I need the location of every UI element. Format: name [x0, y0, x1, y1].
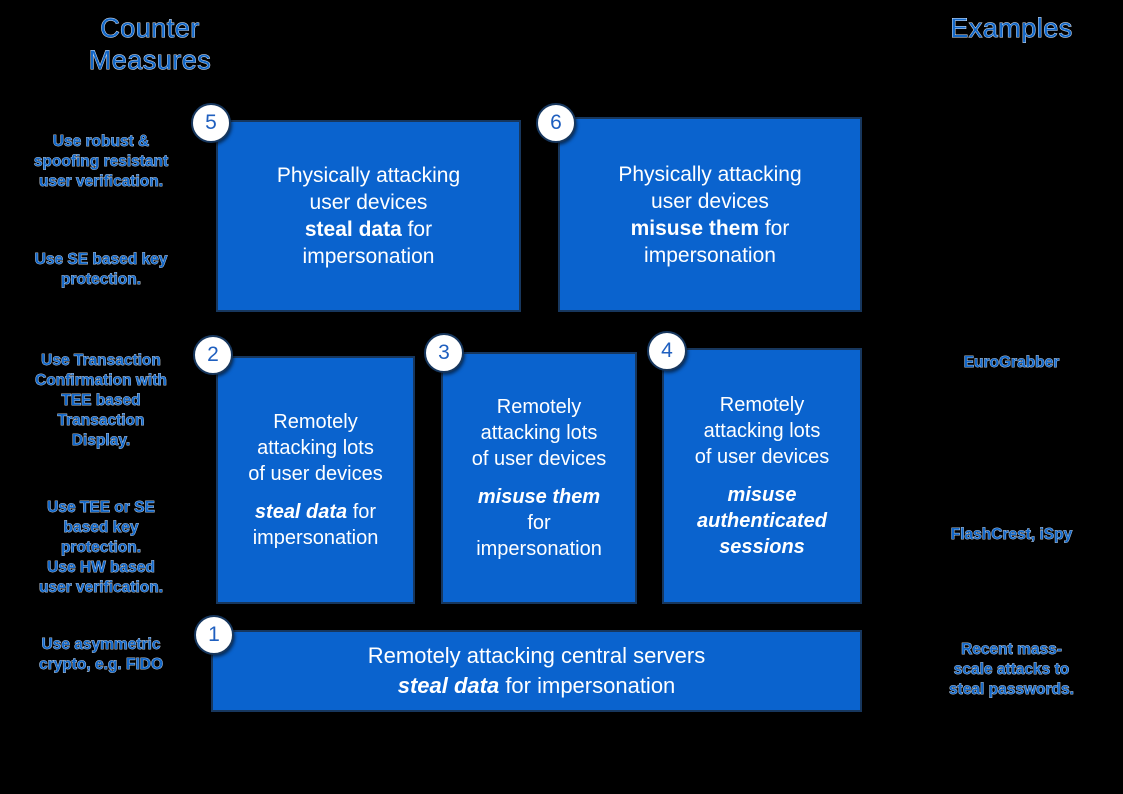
attack-badge-3[interactable]: 3 [424, 333, 464, 373]
attack-badge-2[interactable]: 2 [193, 335, 233, 375]
example-item-1: EuroGrabber [963, 354, 1060, 372]
spacer [451, 472, 627, 484]
attack-box-1-line1: Remotely attacking central servers [367, 643, 706, 668]
attack-box-1-emphasis: steal data [397, 673, 500, 698]
attack-box-1-line2: for impersonation [499, 673, 676, 698]
counter-measure-item-2: Use SE based key protection. [34, 251, 168, 289]
attack-badge-5[interactable]: 5 [191, 103, 231, 143]
spacer [672, 470, 852, 482]
examples-heading: Examples [950, 13, 1073, 44]
counter-measure-item-1: Use robust & spoofing resistant user ver… [33, 133, 169, 191]
attack-box-3-emphasis: misuse them [477, 486, 601, 508]
spacer [226, 487, 405, 499]
attack-box-6-emphasis: misuse them [630, 216, 760, 240]
attack-box-5-emphasis: steal data [304, 218, 402, 241]
counter-measure-item-4: Use TEE or SE based key protection. Use … [38, 499, 164, 597]
example-item-2: FlashCrest, iSpy [950, 526, 1073, 544]
attack-box-1[interactable]: Remotely attacking central servers steal… [211, 630, 862, 712]
example-item-3: Recent mass- scale attacks to steal pass… [949, 641, 1075, 699]
attack-box-2-emphasis: steal data [254, 501, 348, 523]
counter-measure-item-3: Use Transaction Confirmation with TEE ba… [35, 352, 168, 450]
attack-badge-4[interactable]: 4 [647, 331, 687, 371]
counter-measures-heading: Counter Measures [88, 13, 212, 76]
attack-box-1-text: Remotely attacking central servers steal… [213, 641, 860, 701]
attack-badge-1[interactable]: 1 [194, 615, 234, 655]
counter-measure-item-5: Use asymmetric crypto, e.g. FIDO [38, 636, 164, 674]
attack-badge-6[interactable]: 6 [536, 103, 576, 143]
